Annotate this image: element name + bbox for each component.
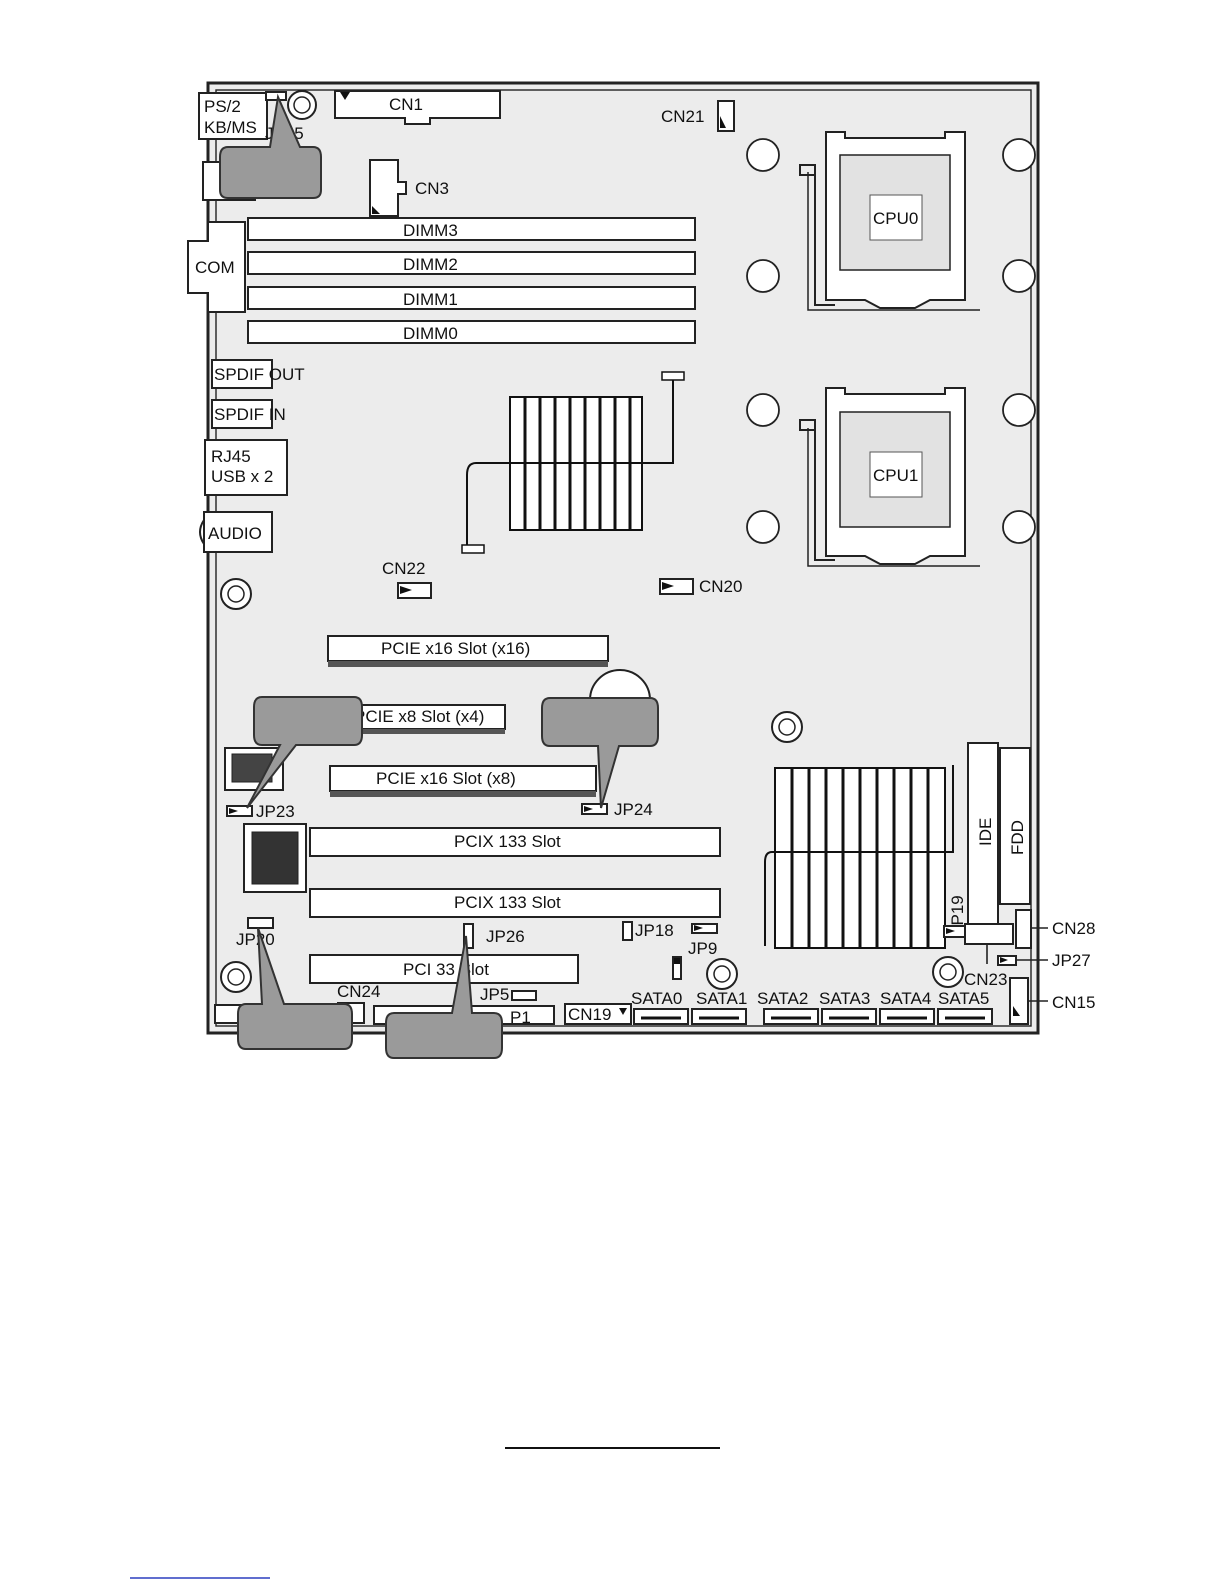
pcie-x16-slot-b-label: PCIE x16 Slot (x8) xyxy=(376,769,516,788)
cpu0-label: CPU0 xyxy=(873,209,918,228)
jp5-label: JP5 xyxy=(480,985,509,1004)
cpu0-socket xyxy=(746,131,1036,311)
cn3-connector xyxy=(369,159,407,217)
rj45-label-line1: RJ45 xyxy=(211,447,251,466)
cn1-connector xyxy=(334,90,501,125)
mounting-hole-icon xyxy=(932,956,964,988)
callout-jp26 xyxy=(385,935,503,1059)
dimm0-label: DIMM0 xyxy=(403,324,458,343)
jp18-label: JP18 xyxy=(635,921,674,940)
jp20-label: JP20 xyxy=(236,930,275,949)
spdif-in-connector xyxy=(211,399,273,429)
dimm0-slot xyxy=(247,320,696,344)
cn28-connector xyxy=(1015,909,1032,949)
jp25-jumper xyxy=(265,91,287,101)
callout-jp24 xyxy=(541,697,659,809)
sata2-label: SATA2 xyxy=(757,989,808,1008)
ide-label: IDE xyxy=(976,818,995,846)
spdif-out-connector xyxy=(211,359,273,389)
cn20-label: CN20 xyxy=(699,577,742,596)
cn28-label: CN28 xyxy=(1052,919,1095,938)
sata3-label: SATA3 xyxy=(819,989,870,1008)
jp26-jumper xyxy=(463,923,474,949)
cn19-label: CN19 xyxy=(568,1005,611,1024)
jp24-jumper xyxy=(581,803,608,815)
pcix-slot-b-label: PCIX 133 Slot xyxy=(454,893,561,912)
pcie-x8-slot-label: PCIE x8 Slot (x4) xyxy=(354,707,484,726)
jp24-label: JP24 xyxy=(614,800,653,819)
dimm3-label: DIMM3 xyxy=(403,221,458,240)
callout-jp20 xyxy=(237,927,353,1050)
pcie-x16-slot-a-label: PCIE x16 Slot (x16) xyxy=(381,639,530,658)
rj45-usb-connector xyxy=(204,439,288,496)
jp9-label: JP9 xyxy=(688,939,717,958)
mounting-hole-icon xyxy=(220,961,252,993)
pcix-slot-a-label: PCIX 133 Slot xyxy=(454,832,561,851)
dimm1-label: DIMM1 xyxy=(403,290,458,309)
jp19-label: JP19 xyxy=(948,895,967,934)
jp23-label: JP23 xyxy=(256,802,295,821)
board-inner-edge xyxy=(215,89,1032,1027)
cn15-label: CN15 xyxy=(1052,993,1095,1012)
cn20-connector xyxy=(659,578,694,595)
jp23-jumper xyxy=(226,805,253,817)
sata5-label: SATA5 xyxy=(938,989,989,1008)
cn3-label: CN3 xyxy=(415,179,449,198)
audio-label: AUDIO xyxy=(208,524,262,543)
p1-label: P1 xyxy=(510,1008,531,1027)
mounting-hole-icon xyxy=(287,90,317,120)
dimm2-label: DIMM2 xyxy=(403,255,458,274)
southbridge-heatsink xyxy=(764,765,954,949)
cn19-connector xyxy=(564,1003,632,1025)
jp20-jumper xyxy=(247,917,274,929)
jp26-label: JP26 xyxy=(486,927,525,946)
dimm3-slot xyxy=(247,217,696,241)
cn22-connector xyxy=(397,582,432,599)
pcie-x16-slot-a xyxy=(327,635,609,662)
jp9-jumper xyxy=(691,923,718,934)
cpu1-socket xyxy=(746,387,1036,567)
small-jumper xyxy=(672,956,682,980)
mounting-hole-icon xyxy=(220,578,252,610)
jp18-jumper xyxy=(622,921,633,941)
spdif-out-label: SPDIF OUT xyxy=(214,365,305,384)
mounting-hole-icon xyxy=(706,958,738,990)
cpu1-label: CPU1 xyxy=(873,466,918,485)
mounting-hole-icon xyxy=(771,711,803,743)
cn15-connector xyxy=(1009,977,1029,1025)
pci33-slot xyxy=(309,954,579,984)
com-label: COM xyxy=(195,258,235,277)
ps2-label-line1: PS/2 xyxy=(204,97,241,116)
com-port xyxy=(187,221,246,313)
pcix-slot-a xyxy=(309,827,721,857)
sata0-label: SATA0 xyxy=(631,989,682,1008)
spdif-in-label: SPDIF IN xyxy=(214,405,286,424)
dimm1-slot xyxy=(247,286,696,310)
northbridge-heatsink xyxy=(461,371,685,554)
cn24-label: CN24 xyxy=(337,982,380,1001)
audio-connector xyxy=(203,511,273,553)
cn23-connector xyxy=(964,923,1014,945)
fdd-label: FDD xyxy=(1008,820,1027,855)
jp27-label: JP27 xyxy=(1052,951,1091,970)
cn23-label: CN23 xyxy=(964,970,1007,989)
ps2-connector xyxy=(198,92,268,140)
fdd-connector xyxy=(999,747,1031,905)
pcix-slot-b xyxy=(309,888,721,918)
sata1-label: SATA1 xyxy=(696,989,747,1008)
cn1-label: CN1 xyxy=(389,95,423,114)
jp5-jumper xyxy=(511,990,537,1001)
dimm2-slot xyxy=(247,251,696,275)
cn22-label: CN22 xyxy=(382,559,425,578)
cn21-label: CN21 xyxy=(661,107,704,126)
ps2-label-line2: KB/MS xyxy=(204,118,257,137)
super-io-chip xyxy=(243,823,307,893)
rj45-label-line2: USB x 2 xyxy=(211,467,273,486)
callout-jp25 xyxy=(219,93,322,199)
sata4-label: SATA4 xyxy=(880,989,931,1008)
callout-jp23 xyxy=(246,696,363,809)
pci33-slot-label: PCI 33 Slot xyxy=(403,960,489,979)
